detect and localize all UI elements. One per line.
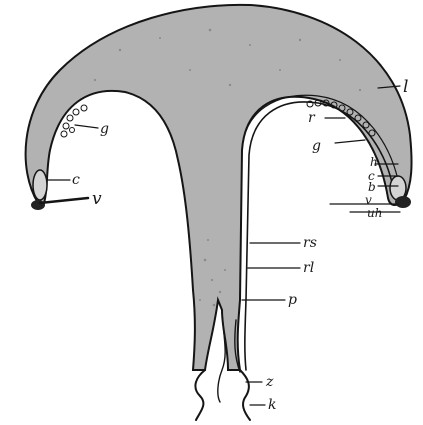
label-p: p xyxy=(288,292,297,308)
leader-g-left xyxy=(75,125,98,128)
left-marginal-bulb xyxy=(33,170,47,200)
oral-lip-right xyxy=(240,370,250,420)
label-v-left: v xyxy=(92,189,102,209)
left-velum xyxy=(40,198,88,203)
label-c-left: c xyxy=(72,172,80,188)
right-margin-knob xyxy=(395,196,411,208)
label-rs: rs xyxy=(303,235,317,251)
label-z: z xyxy=(265,374,274,390)
label-g-right: g xyxy=(312,138,321,154)
label-l: l xyxy=(403,77,408,97)
umbrella-body xyxy=(26,5,412,370)
label-v-right: v xyxy=(365,193,372,207)
label-rl: rl xyxy=(303,260,314,276)
label-r: r xyxy=(308,110,316,126)
oral-lip-left xyxy=(195,370,205,420)
label-k: k xyxy=(268,397,276,413)
label-uh: uh xyxy=(367,206,382,220)
label-h: h xyxy=(370,155,378,169)
label-g-left: g xyxy=(100,121,109,137)
label-b: b xyxy=(368,180,376,194)
leader-g-right xyxy=(335,140,365,143)
